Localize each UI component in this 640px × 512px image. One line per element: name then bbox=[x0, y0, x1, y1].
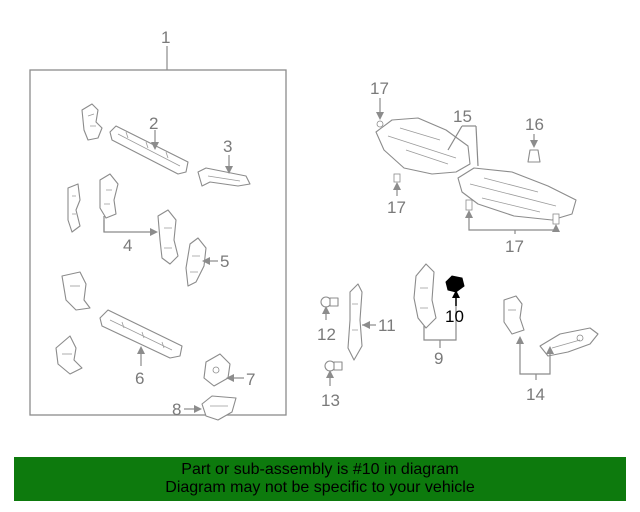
callout-12[interactable]: 12 bbox=[317, 325, 336, 344]
bracket-5 bbox=[185, 237, 218, 287]
callout-17-bottom[interactable]: 17 bbox=[505, 237, 524, 256]
info-banner: Part or sub-assembly is #10 in diagram D… bbox=[14, 457, 626, 501]
callout-17-mid[interactable]: 17 bbox=[387, 198, 406, 217]
bracket-bottom-left bbox=[55, 335, 83, 375]
clip-17c bbox=[465, 199, 560, 234]
part-10-clip[interactable] bbox=[445, 275, 465, 306]
banner-line-1: Part or sub-assembly is #10 in diagram bbox=[181, 461, 459, 478]
side-member-4b bbox=[157, 209, 179, 265]
lower-cross-member bbox=[99, 309, 183, 366]
bracket-left-small bbox=[67, 183, 81, 233]
callout-1[interactable]: 1 bbox=[161, 28, 170, 47]
callout-14[interactable]: 14 bbox=[526, 385, 545, 404]
side-member-4a bbox=[99, 173, 119, 219]
callout-8[interactable]: 8 bbox=[172, 400, 181, 419]
callout-10[interactable]: 10 bbox=[445, 307, 464, 326]
bracket-3 bbox=[197, 155, 251, 187]
assembly-box-1 bbox=[29, 46, 287, 416]
upper-cross-member bbox=[109, 125, 189, 175]
callout-11[interactable]: 11 bbox=[378, 316, 396, 335]
bracket-9 bbox=[413, 263, 457, 348]
grommet-12 bbox=[320, 296, 339, 320]
bracket-8 bbox=[184, 395, 237, 421]
bracket-14a bbox=[503, 295, 525, 335]
callout-4[interactable]: 4 bbox=[123, 236, 132, 255]
callout-3[interactable]: 3 bbox=[223, 137, 232, 156]
bracket-7 bbox=[203, 353, 244, 387]
bracket-11 bbox=[347, 283, 376, 361]
clip-16 bbox=[527, 134, 541, 163]
callout-16[interactable]: 16 bbox=[525, 115, 544, 134]
callout-17-top[interactable]: 17 bbox=[370, 79, 389, 98]
bracket-14b bbox=[539, 327, 599, 357]
fastener-13 bbox=[324, 360, 343, 386]
callout-6[interactable]: 6 bbox=[135, 369, 144, 388]
callout-15[interactable]: 15 bbox=[453, 107, 472, 126]
clip-17a bbox=[376, 98, 384, 128]
leader-4 bbox=[103, 216, 158, 236]
bracket-left-mid bbox=[61, 271, 91, 311]
callout-7[interactable]: 7 bbox=[246, 370, 255, 389]
leader-14 bbox=[516, 336, 554, 380]
clip-17b bbox=[393, 173, 401, 196]
callout-2[interactable]: 2 bbox=[149, 114, 158, 133]
leader-15 bbox=[447, 125, 479, 167]
engine-under-cover-front bbox=[375, 117, 471, 175]
callout-5[interactable]: 5 bbox=[220, 252, 229, 271]
engine-under-cover-rear bbox=[457, 167, 577, 221]
callout-9[interactable]: 9 bbox=[434, 349, 443, 368]
bracket-top-left bbox=[81, 103, 103, 141]
callout-13[interactable]: 13 bbox=[321, 391, 340, 410]
banner-line-2: Diagram may not be specific to your vehi… bbox=[165, 479, 475, 496]
